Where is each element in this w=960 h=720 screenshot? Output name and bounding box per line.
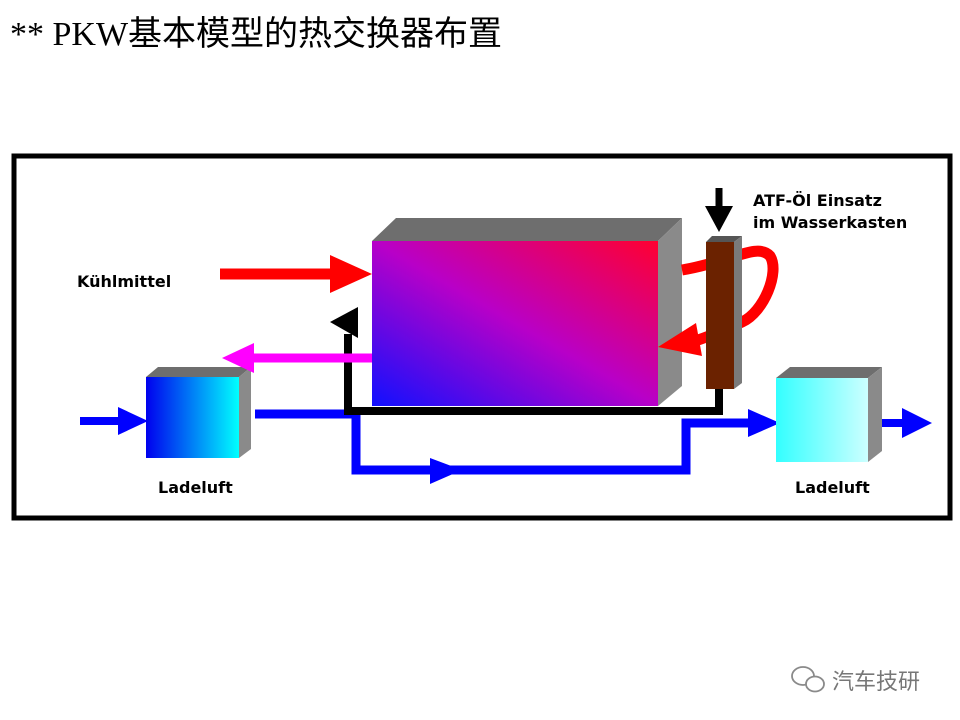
- charge-air-inlet-arrow: [118, 407, 148, 435]
- atf-cooler-side-face: [734, 236, 742, 389]
- radiator-top-face: [372, 218, 682, 241]
- charge-air-label-right: Ladeluft: [795, 478, 870, 497]
- atf-inlet-arrow: [705, 206, 733, 232]
- right-cooler-side-face: [868, 367, 882, 462]
- page-title: ** PKW基本模型的热交换器布置: [10, 16, 503, 53]
- charge-air-bypass-line: [255, 409, 760, 475]
- left-cooler-side-face: [239, 367, 251, 458]
- wechat-icon: [791, 666, 825, 693]
- atf-label-line2: im Wasserkasten: [753, 213, 907, 232]
- coolant-inlet-arrow: [330, 255, 372, 293]
- radiator: [372, 241, 658, 406]
- coolant-return-arrow: [222, 343, 254, 373]
- charge-air-inlet-arrowhead: [748, 409, 780, 437]
- atf-cooler-top-face: [706, 236, 742, 242]
- left-cooler-top-face: [146, 367, 251, 377]
- atf-flow-line: [344, 334, 723, 415]
- charge-air-label-left: Ladeluft: [158, 478, 233, 497]
- watermark-text: 汽车技研: [832, 670, 921, 695]
- charge-air-outlet-arrow: [902, 408, 932, 438]
- coolant-loop-arrow: [658, 323, 702, 356]
- radiator-side-face: [658, 218, 682, 406]
- right-charge-air-cooler: [776, 378, 868, 462]
- coolant-label: Kühlmittel: [77, 272, 171, 291]
- atf-flow-arrow: [330, 307, 358, 338]
- atf-cooler: [706, 242, 734, 389]
- charge-air-bypass-arrow: [430, 458, 462, 484]
- right-cooler-top-face: [776, 367, 882, 378]
- atf-label-line1: ATF-Öl Einsatz: [753, 191, 882, 210]
- left-charge-air-cooler: [146, 377, 239, 458]
